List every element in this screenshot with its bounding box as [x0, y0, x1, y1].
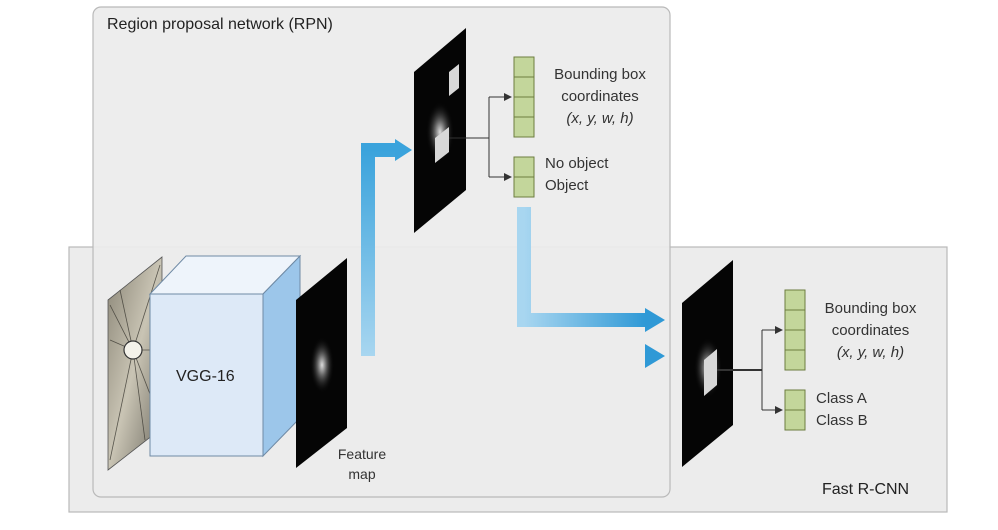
arrow-to-rpn-head	[395, 139, 412, 161]
feature-map	[296, 258, 347, 468]
rcnn-class-label-line1: Class A	[816, 390, 867, 407]
rcnn-class-label-line2: Class B	[816, 412, 868, 429]
rpn-feature-map	[414, 28, 466, 233]
fast-rcnn-title: Fast R-CNN	[822, 481, 910, 498]
feature-map-label-line1: Feature	[337, 446, 387, 462]
rpn-bbox-label-line3: (x, y, w, h)	[566, 110, 634, 127]
rcnn-bbox-label-line1: Bounding box	[824, 300, 917, 317]
rcnn-feature-map	[682, 260, 733, 467]
rpn-bbox-label: Bounding box coordinates (x, y, w, h)	[540, 64, 660, 130]
arrow-rpn-to-rcnn-head	[645, 308, 665, 332]
rpn-bbox-vector	[513, 56, 535, 138]
rcnn-bbox-label-line3: (x, y, w, h)	[836, 344, 905, 361]
rcnn-bbox-label: Bounding box coordinates (x, y, w, h)	[808, 298, 933, 364]
rpn-class-vector	[513, 156, 535, 198]
rpn-bbox-label-line1: Bounding box	[554, 66, 646, 83]
feature-map-label: Feature map	[326, 444, 398, 484]
arrow-fm-to-rcnn-head	[645, 344, 665, 368]
arrow-rpn-to-rcnn	[517, 207, 645, 327]
rpn-bbox-label-line2: coordinates	[561, 88, 639, 105]
rpn-class-label-line2: Object	[545, 177, 589, 194]
rcnn-class-vector	[784, 389, 806, 431]
rpn-class-label-line1: No object	[545, 155, 609, 172]
vgg16-label: VGG-16	[176, 368, 235, 385]
rcnn-bbox-vector	[784, 289, 806, 371]
flow-arrows	[361, 139, 665, 368]
arrow-to-rpn	[361, 143, 395, 356]
rpn-class-label: No object Object	[545, 153, 608, 197]
rpn-title: Region proposal network (RPN)	[107, 16, 333, 33]
rcnn-class-label: Class A Class B	[816, 388, 868, 432]
feature-map-label-line2: map	[348, 466, 376, 482]
vgg16-cube	[148, 254, 302, 458]
rcnn-bbox-label-line2: coordinates	[831, 322, 910, 339]
rpn-connectors	[449, 93, 512, 181]
rcnn-connectors	[717, 326, 783, 414]
